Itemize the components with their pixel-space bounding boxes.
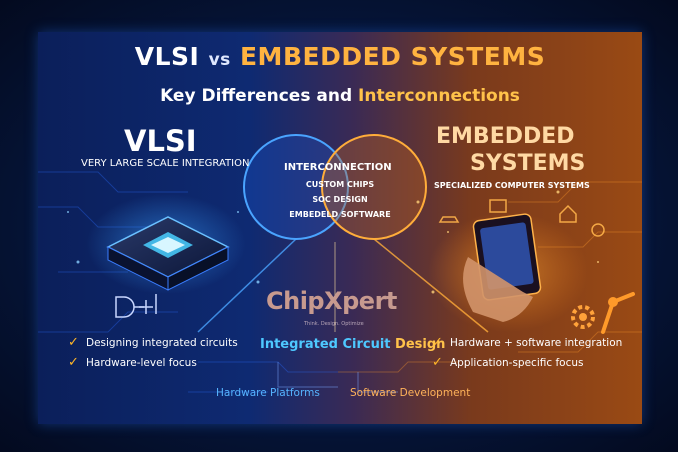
- check-icon: ✓: [432, 355, 443, 370]
- chip-icon: [106, 216, 230, 291]
- circuit-background: [38, 134, 642, 393]
- title-vlsi: VLSI: [134, 42, 200, 71]
- vlsi-heading: VLSI: [124, 124, 197, 158]
- icd-part1: Integrated Circuit: [260, 337, 391, 352]
- robot-arm-icon: [601, 292, 635, 334]
- gear-icon: [571, 305, 595, 329]
- embedded-bullet: Application-specific focus: [450, 357, 584, 369]
- vlsi-bullet: Designing integrated circuits: [86, 337, 238, 349]
- interconnection-title: INTERCONNECTION: [284, 162, 392, 173]
- subtitle-part2: Interconnections: [358, 86, 520, 106]
- check-icon: ✓: [68, 355, 79, 370]
- logic-gate-icon: [115, 294, 157, 318]
- iot-icons: [438, 199, 605, 237]
- vlsi-bullet: Hardware-level focus: [86, 357, 197, 369]
- software-development-label: Software Development: [350, 387, 471, 399]
- title-vs: vs: [208, 50, 231, 70]
- integrated-circuit-design-label: Integrated Circuit Design: [260, 337, 445, 352]
- icd-part2: Design: [395, 337, 446, 352]
- infographic-card: VLSI vs EMBEDDED SYSTEMS Key Differences…: [38, 32, 642, 424]
- page-title: VLSI vs EMBEDDED SYSTEMS: [38, 42, 642, 71]
- page-subtitle: Key Differences and Interconnections: [38, 86, 642, 106]
- vlsi-subheading: VERY LARGE SCALE INTEGRATION: [81, 158, 250, 169]
- embedded-heading-line1: EMBEDDED: [436, 124, 575, 149]
- check-icon: ✓: [432, 335, 443, 350]
- interconnection-item: SOC DESIGN: [312, 195, 368, 204]
- chipxpert-logo: ChipXpert: [266, 287, 397, 315]
- embedded-subheading: SPECIALIZED COMPUTER SYSTEMS: [434, 181, 590, 190]
- hand-device-icon: [463, 213, 542, 322]
- embedded-bullet: Hardware + software integration: [450, 337, 623, 349]
- logo-tagline: Think. Design. Optimize: [304, 321, 364, 327]
- hardware-platforms-label: Hardware Platforms: [216, 387, 320, 399]
- check-icon: ✓: [68, 335, 79, 350]
- interconnection-item: CUSTOM CHIPS: [305, 180, 375, 189]
- embedded-heading-line2: SYSTEMS: [470, 151, 586, 176]
- interconnection-item: EMBEDELD SOFTWARE: [289, 210, 391, 219]
- title-embedded: EMBEDDED SYSTEMS: [239, 42, 546, 71]
- subtitle-part1: Key Differences and: [160, 86, 353, 106]
